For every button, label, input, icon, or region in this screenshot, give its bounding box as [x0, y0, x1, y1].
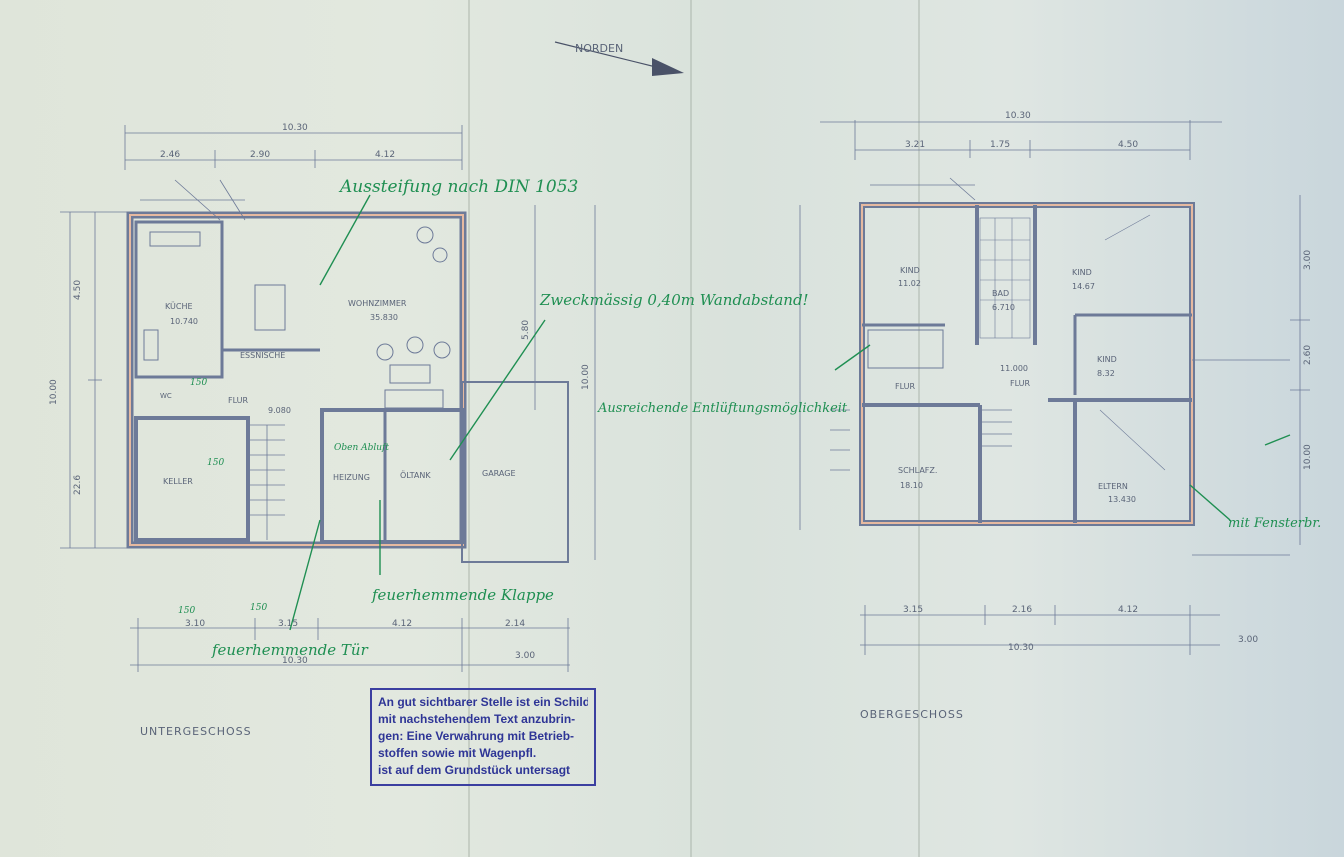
stamp-line: stoffen sowie mit Wagenpfl.: [378, 746, 537, 760]
annotation-exhaust: Oben Abluft: [334, 443, 389, 453]
dim-top: 2.90: [250, 150, 270, 160]
green-markup: [289, 194, 1291, 631]
dim-right: 10.00: [581, 364, 591, 390]
upper-floor-labels: 10.30 3.21 1.75 4.50 3.00 2.60 10.00 3.1…: [860, 111, 1313, 721]
annotation-150: 150: [190, 378, 207, 388]
stamp-line: mit nachstehendem Text anzubrin-: [378, 712, 576, 726]
dim-top: 4.50: [1118, 140, 1138, 150]
stamp-line: An gut sichtbarer Stelle ist ein Schild: [378, 695, 588, 709]
ground-floor-title: UNTERGESCHOSS: [140, 725, 252, 738]
dim-bottom: 3.00: [1238, 635, 1258, 645]
annotation-fire-flap: feuerhemmende Klappe: [371, 586, 554, 604]
room-name: ELTERN: [1098, 482, 1128, 491]
dim-bottom: 3.10: [185, 619, 205, 629]
official-stamp: An gut sichtbarer Stelle ist ein Schild …: [370, 688, 596, 786]
room-name: FLUR: [1010, 379, 1031, 388]
room-area: 11.02: [898, 279, 921, 288]
room-name: SCHLAFZ.: [898, 466, 937, 475]
dim-right: 10.00: [1303, 444, 1313, 470]
room-name: KIND: [1097, 355, 1117, 364]
paper-fold: [690, 0, 692, 857]
dim-bottom: 4.12: [1118, 605, 1138, 615]
room-area: 8.32: [1097, 369, 1115, 378]
annotation-wall-distance: Zweckmässig 0,40m Wandabstand!: [539, 291, 809, 309]
room-area: 9.080: [268, 406, 291, 415]
annotation-150: 150: [250, 603, 267, 613]
dim-bottom: 3.00: [515, 651, 535, 661]
room-name: KÜCHE: [165, 301, 193, 311]
annotation-fire-door: feuerhemmende Tür: [211, 641, 369, 659]
dim-bottom: 3.15: [903, 605, 923, 615]
dim-top: 1.75: [990, 140, 1010, 150]
dim-bottom: 4.12: [392, 619, 412, 629]
ground-floor-plan: [60, 125, 596, 672]
annotation-window: mit Fensterbr.: [1228, 516, 1321, 531]
room-name: ÖLTANK: [400, 470, 431, 480]
room-area: 35.830: [370, 313, 398, 322]
room-name: KIND: [900, 266, 920, 275]
dim-right: 3.00: [1303, 250, 1313, 270]
stamp-line: gen: Eine Verwahrung mit Betrieb-: [378, 729, 575, 743]
room-area: 6.710: [992, 303, 1015, 312]
annotation-150: 150: [178, 606, 195, 616]
annotation-bracing: Aussteifung nach DIN 1053: [338, 177, 578, 197]
dim-overall-top: 10.30: [282, 123, 308, 133]
annotation-150: 150: [207, 458, 224, 468]
upper-floor-plan: [799, 120, 1310, 655]
dim-right: 5.80: [521, 320, 531, 340]
room-name: FLUR: [895, 382, 916, 391]
dim-left: 10.00: [49, 379, 59, 405]
paper-fold: [468, 0, 470, 857]
north-label: NORDEN: [575, 42, 623, 55]
upper-floor-title: OBERGESCHOSS: [860, 708, 964, 721]
ground-floor-labels: 10.30 2.46 2.90 4.12 4.50 22.6 10.00 5.8…: [49, 123, 591, 738]
dim-left: 22.6: [73, 475, 83, 495]
room-name: HEIZUNG: [333, 473, 370, 482]
room-name: KELLER: [163, 477, 193, 486]
room-area: 13.430: [1108, 495, 1136, 504]
dim-bottom: 2.16: [1012, 605, 1032, 615]
room-name: KIND: [1072, 268, 1092, 277]
annotation-ventilation: Ausreichende Entlüftungsmöglichkeit: [597, 401, 848, 416]
dim-top: 4.12: [375, 150, 395, 160]
north-arrow: NORDEN: [554, 41, 684, 76]
room-area: 10.740: [170, 317, 198, 326]
dim-bottom: 3.15: [278, 619, 298, 629]
dim-top: 3.21: [905, 140, 925, 150]
room-area: 18.10: [900, 481, 923, 490]
dim-overall-top: 10.30: [1005, 111, 1031, 121]
room-name: WOHNZIMMER: [348, 299, 407, 308]
room-area: 14.67: [1072, 282, 1095, 291]
room-area: 11.000: [1000, 364, 1028, 373]
room-name: FLUR: [228, 396, 249, 405]
dim-right: 2.60: [1303, 345, 1313, 365]
stamp-line: ist auf dem Grundstück untersagt: [378, 763, 571, 777]
dim-left: 4.50: [73, 280, 83, 300]
paper-fold: [918, 0, 920, 857]
room-name: BAD: [992, 289, 1009, 298]
dim-top: 2.46: [160, 150, 180, 160]
green-annotation-text: Aussteifung nach DIN 1053 Zweckmässig 0,…: [178, 177, 1321, 659]
room-name: WC: [160, 392, 172, 400]
room-name: ESSNISCHE: [240, 351, 285, 360]
dim-overall-bottom: 10.30: [282, 656, 308, 666]
dim-overall-bottom: 10.30: [1008, 643, 1034, 653]
room-name: GARAGE: [482, 469, 516, 478]
dim-bottom: 2.14: [505, 619, 525, 629]
